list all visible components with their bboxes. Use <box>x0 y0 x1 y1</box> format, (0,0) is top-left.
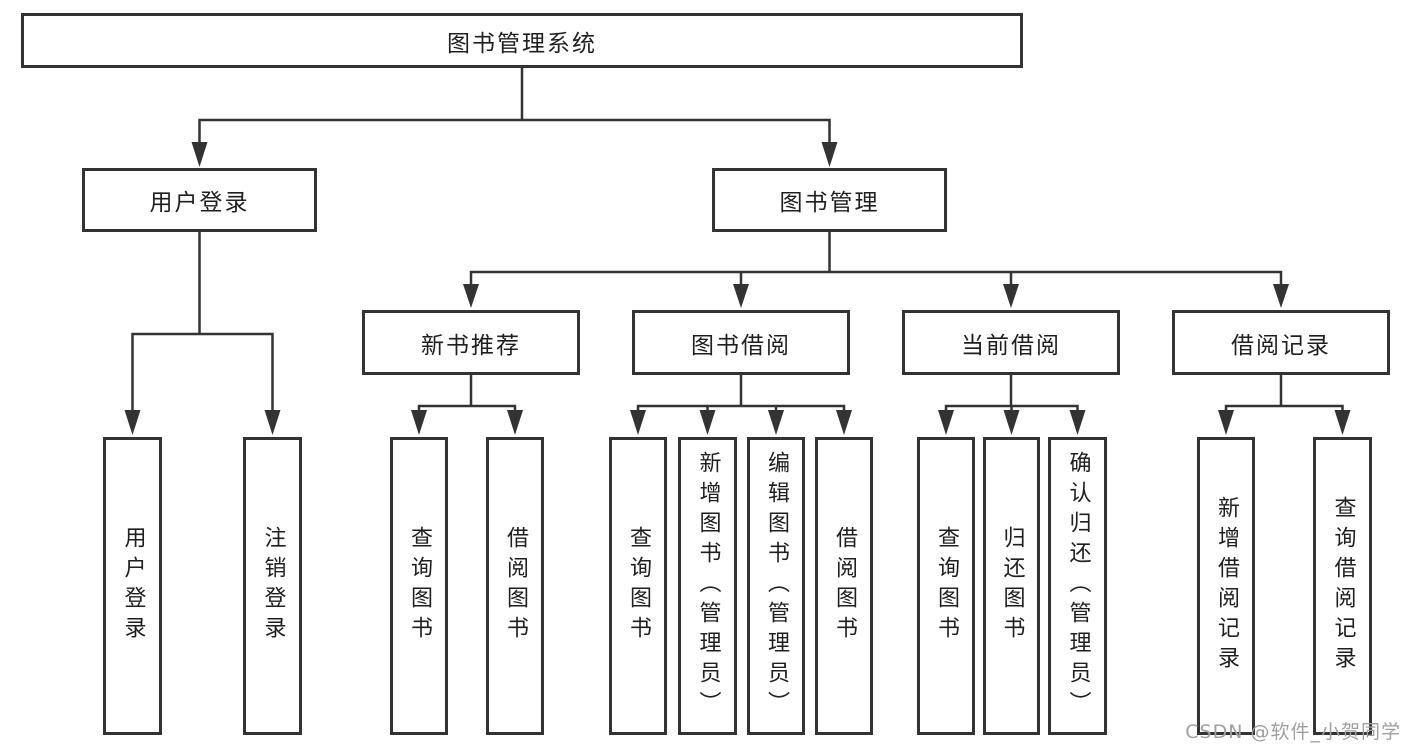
arrow-down-icon <box>699 410 716 435</box>
leaf-borrow-add-books-admin: 新增图书（管理员） <box>678 437 737 735</box>
node-current-borrowing: 当前借阅 <box>902 310 1120 375</box>
node-new-book-recommendation: 新书推荐 <box>362 310 580 375</box>
arrow-down-icon <box>768 410 784 435</box>
leaf-newrec-borrow-books: 借阅图书 <box>486 437 544 735</box>
leaf-label: 借阅图书 <box>503 526 528 646</box>
leaf-label: 新增借阅记录 <box>1214 496 1239 676</box>
arrow-down-icon <box>630 410 646 435</box>
node-book-borrowing: 图书借阅 <box>632 310 850 375</box>
leaf-current-return-books: 归还图书 <box>983 437 1040 735</box>
arrow-down-icon <box>191 142 208 167</box>
arrow-down-icon <box>264 410 281 435</box>
node-new-book-recommendation-label: 新书推荐 <box>421 332 521 359</box>
arrow-down-icon <box>938 410 954 435</box>
leaf-label: 查询借阅记录 <box>1330 496 1356 676</box>
leaf-borrow-edit-books-admin: 编辑图书（管理员） <box>747 437 805 735</box>
node-library-system-label: 图书管理系统 <box>447 30 597 57</box>
arrow-down-icon <box>1069 410 1086 435</box>
node-book-management: 图书管理 <box>712 168 947 232</box>
leaf-label: 编辑图书（管理员） <box>764 451 789 721</box>
node-borrowing-records: 借阅记录 <box>1172 310 1390 375</box>
leaf-newrec-query-books: 查询图书 <box>390 437 448 735</box>
leaf-label: 归还图书 <box>999 526 1025 646</box>
leaf-borrow-query-books: 查询图书 <box>609 437 667 735</box>
leaf-label: 确认归还（管理员） <box>1065 451 1091 721</box>
node-book-borrowing-label: 图书借阅 <box>691 332 791 359</box>
arrow-down-icon <box>1218 410 1234 435</box>
leaf-label: 借阅图书 <box>832 526 857 646</box>
node-user-login-label: 用户登录 <box>149 190 250 216</box>
leaf-records-query-record: 查询借阅记录 <box>1313 437 1372 735</box>
arrow-down-icon <box>1003 284 1019 308</box>
leaf-label: 用户登录 <box>120 526 146 646</box>
leaf-label: 查询图书 <box>626 526 651 646</box>
arrow-down-icon <box>1334 410 1351 435</box>
connector-path <box>131 68 1344 414</box>
leaf-records-add-record: 新增借阅记录 <box>1197 437 1255 735</box>
arrow-down-icon <box>733 284 749 308</box>
leaf-label: 新增图书（管理员） <box>695 451 721 721</box>
leaf-label: 查询图书 <box>407 526 432 646</box>
leaf-borrow-borrow-books: 借阅图书 <box>815 437 873 735</box>
leaf-logout-login: 注销登录 <box>243 437 302 735</box>
arrow-down-icon <box>821 142 838 167</box>
arrow-down-icon <box>124 410 141 435</box>
leaf-current-confirm-return-admin: 确认归还（管理员） <box>1048 437 1107 735</box>
leaf-label: 注销登录 <box>260 526 286 646</box>
arrow-down-icon <box>507 410 523 435</box>
watermark: CSDN @软件_小贺同学 <box>1185 721 1401 743</box>
arrow-down-icon <box>1273 284 1289 308</box>
node-book-management-label: 图书管理 <box>779 190 880 216</box>
leaf-user-login: 用户登录 <box>103 437 162 735</box>
leaf-label: 查询图书 <box>934 526 959 646</box>
node-current-borrowing-label: 当前借阅 <box>961 332 1061 359</box>
arrow-down-icon <box>411 410 427 435</box>
node-borrowing-records-label: 借阅记录 <box>1231 332 1331 359</box>
arrow-down-icon <box>836 410 852 435</box>
node-library-system: 图书管理系统 <box>21 13 1023 68</box>
leaf-current-query-books: 查询图书 <box>917 437 975 735</box>
arrow-down-icon <box>463 284 479 308</box>
node-user-login: 用户登录 <box>82 168 317 232</box>
arrow-down-icon <box>1003 410 1020 435</box>
